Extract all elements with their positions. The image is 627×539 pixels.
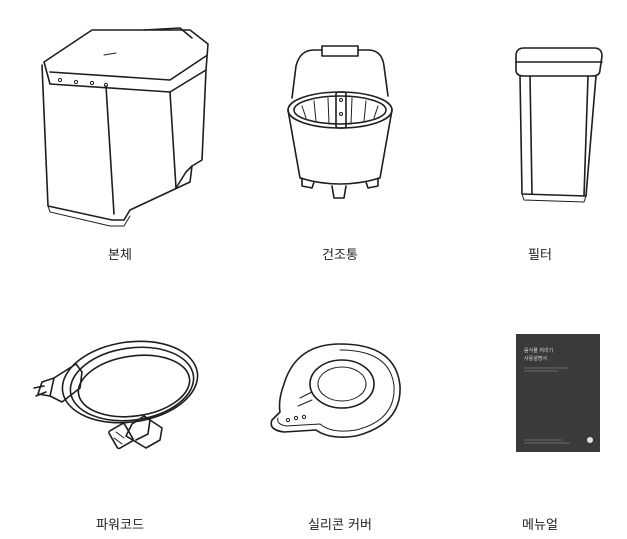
component-manual: 음식물 처리기 사용설명서 메뉴얼 <box>460 320 620 533</box>
manual-logo-icon <box>587 437 593 443</box>
silicone-cover-icon <box>270 343 401 438</box>
component-drying-bucket: 건조통 <box>240 10 440 263</box>
item-label: 건조통 <box>322 248 358 263</box>
item-label: 본체 <box>108 248 132 263</box>
filter-icon <box>515 47 603 203</box>
item-label: 필터 <box>528 248 552 263</box>
component-body: 본체 <box>20 10 220 263</box>
component-filter: 필터 <box>460 10 620 263</box>
drying-bucket-icon <box>287 45 393 199</box>
power-cord-icon <box>33 340 199 450</box>
manual-icon: 음식물 처리기 사용설명서 <box>516 334 600 452</box>
component-silicone-cover: 실리콘 커버 <box>240 320 440 533</box>
dryer-body-icon <box>41 27 209 227</box>
manual-title-line2: 사용설명서 <box>524 355 547 362</box>
manual-title-line1: 음식물 처리기 <box>524 347 553 354</box>
component-power-cord: 파워코드 <box>20 320 220 533</box>
item-label: 파워코드 <box>96 518 144 533</box>
item-label: 메뉴얼 <box>522 518 558 533</box>
item-label: 실리콘 커버 <box>308 518 372 533</box>
